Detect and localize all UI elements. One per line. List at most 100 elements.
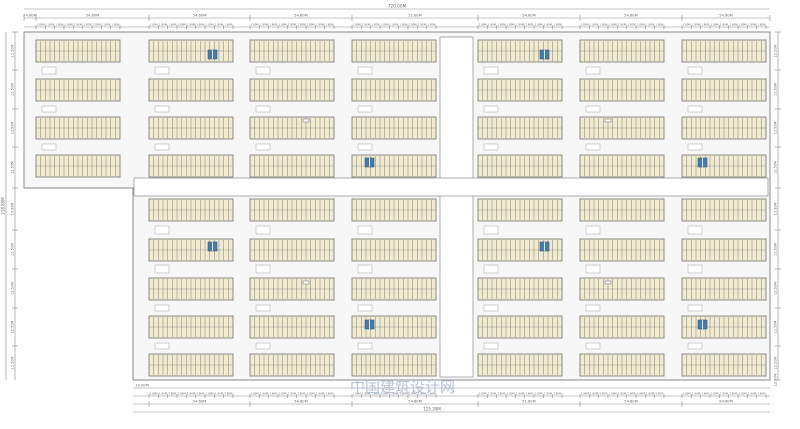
bed-pitch-label: 1.80M xyxy=(637,392,645,396)
greenhouse-block xyxy=(477,39,563,63)
bed-pitch-label: 1.80M xyxy=(269,392,277,396)
bed-pitch-label: 1.80M xyxy=(581,23,589,27)
right-row-dimension-label: 12.50M xyxy=(774,243,778,256)
bed-pitch-label: 1.80M xyxy=(535,23,543,27)
service-strip xyxy=(687,143,703,151)
bed-pitch-label: 1.80M xyxy=(215,23,223,27)
service-strip xyxy=(483,66,499,75)
service-strip xyxy=(154,225,170,235)
bed-pitch-label: 1.80M xyxy=(159,392,167,396)
greenhouse-block xyxy=(579,116,665,140)
greenhouse-block xyxy=(148,39,234,63)
right-row-dimension-label: 12.50M xyxy=(774,282,778,295)
service-strip xyxy=(483,264,499,274)
bed-pitch-label: 1.80M xyxy=(544,23,552,27)
greenhouse-block xyxy=(249,78,335,102)
bed-pitch-label: 1.80M xyxy=(390,23,398,27)
greenhouse-block xyxy=(35,39,121,63)
bed-pitch-label: 1.80M xyxy=(599,392,607,396)
bed-pitch-label: 1.80M xyxy=(381,23,389,27)
service-strip xyxy=(585,225,601,235)
greenhouse-block xyxy=(249,315,335,339)
bed-pitch-label: 1.80M xyxy=(655,23,663,27)
bed-pitch-label: 1.80M xyxy=(720,392,728,396)
greenhouse-block xyxy=(681,116,767,140)
service-strip xyxy=(687,105,703,113)
greenhouse-block xyxy=(148,198,234,222)
greenhouse-block xyxy=(249,198,335,222)
greenhouse-block xyxy=(148,116,234,140)
bed-pitch-label: 1.80M xyxy=(748,23,756,27)
greenhouse-block xyxy=(249,154,335,178)
left-row-dimension-label: 12.50M xyxy=(11,45,15,58)
service-strip xyxy=(585,264,601,274)
greenhouse-block xyxy=(681,39,767,63)
top-block-dimension-label: 24.60M xyxy=(23,14,36,18)
greenhouse-block xyxy=(148,154,234,178)
bed-pitch-label: 1.80M xyxy=(362,392,370,396)
bed-pitch-label: 1.80M xyxy=(729,392,737,396)
top-block-dimension-label: 54.60M xyxy=(522,14,535,18)
bed-pitch-label: 1.80M xyxy=(692,23,700,27)
bed-pitch-label: 1.80M xyxy=(609,392,617,396)
greenhouse-block xyxy=(477,116,563,140)
water-symbol-icon xyxy=(302,280,310,285)
bed-pitch-label: 1.80M xyxy=(409,23,417,27)
compass-tile-icon xyxy=(539,241,550,252)
bed-pitch-label: 1.80M xyxy=(418,23,426,27)
bed-pitch-label: 1.80M xyxy=(353,23,361,27)
greenhouse-block xyxy=(579,353,665,377)
bed-pitch-label: 1.80M xyxy=(399,392,407,396)
top-overall-dimension-label: 720.00M xyxy=(388,4,407,9)
bed-pitch-label: 1.80M xyxy=(599,23,607,27)
greenhouse-block xyxy=(477,238,563,262)
bed-pitch-label: 1.80M xyxy=(507,23,515,27)
bed-pitch-label: 1.80M xyxy=(150,23,158,27)
service-strip xyxy=(357,264,373,274)
bed-pitch-label: 1.80M xyxy=(381,392,389,396)
greenhouse-block xyxy=(351,154,437,178)
cross-road xyxy=(133,177,769,197)
bed-pitch-label: 1.80M xyxy=(316,392,324,396)
right-row-dimension-label: 12.50M xyxy=(774,161,778,174)
bed-pitch-label: 1.80M xyxy=(701,23,709,27)
greenhouse-block xyxy=(681,238,767,262)
water-symbol-icon xyxy=(302,118,310,123)
service-strip xyxy=(687,225,703,235)
greenhouse-block xyxy=(351,116,437,140)
greenhouse-blocks xyxy=(35,39,767,377)
greenhouse-block xyxy=(351,78,437,102)
bottom-block-dimension-label: 54.60M xyxy=(719,400,732,404)
greenhouse-block xyxy=(148,315,234,339)
bed-pitch-label: 1.80M xyxy=(178,23,186,27)
bed-pitch-label: 1.80M xyxy=(418,392,426,396)
bed-pitch-label: 1.80M xyxy=(111,23,119,27)
bed-pitch-label: 1.80M xyxy=(646,23,654,27)
greenhouse-block xyxy=(249,116,335,140)
bed-pitch-label: 1.80M xyxy=(409,392,417,396)
top-block-dimension-label: 54.60M xyxy=(719,14,732,18)
bed-pitch-label: 1.80M xyxy=(297,392,305,396)
service-strip xyxy=(585,105,601,113)
bed-pitch-label: 1.80M xyxy=(260,23,268,27)
compass-tile-icon xyxy=(364,319,375,330)
bed-pitch-label: 1.80M xyxy=(316,23,324,27)
bed-pitch-label: 1.80M xyxy=(288,23,296,27)
greenhouse-block xyxy=(351,277,437,301)
bed-pitch-label: 1.80M xyxy=(353,392,361,396)
greenhouse-block xyxy=(249,277,335,301)
greenhouse-block xyxy=(35,78,121,102)
top-block-dimension-label: 54.60M xyxy=(86,14,99,18)
bed-pitch-label: 1.80M xyxy=(427,23,435,27)
bed-pitch-label: 1.80M xyxy=(627,392,635,396)
bed-pitch-label: 1.80M xyxy=(692,392,700,396)
greenhouse-block xyxy=(681,277,767,301)
bed-pitch-label: 1.80M xyxy=(627,23,635,27)
greenhouse-block xyxy=(148,353,234,377)
bed-pitch-label: 1.80M xyxy=(757,23,765,27)
service-strip xyxy=(687,264,703,274)
greenhouse-block xyxy=(579,39,665,63)
bed-pitch-label: 1.80M xyxy=(279,23,287,27)
bed-pitch-label: 1.80M xyxy=(37,23,45,27)
